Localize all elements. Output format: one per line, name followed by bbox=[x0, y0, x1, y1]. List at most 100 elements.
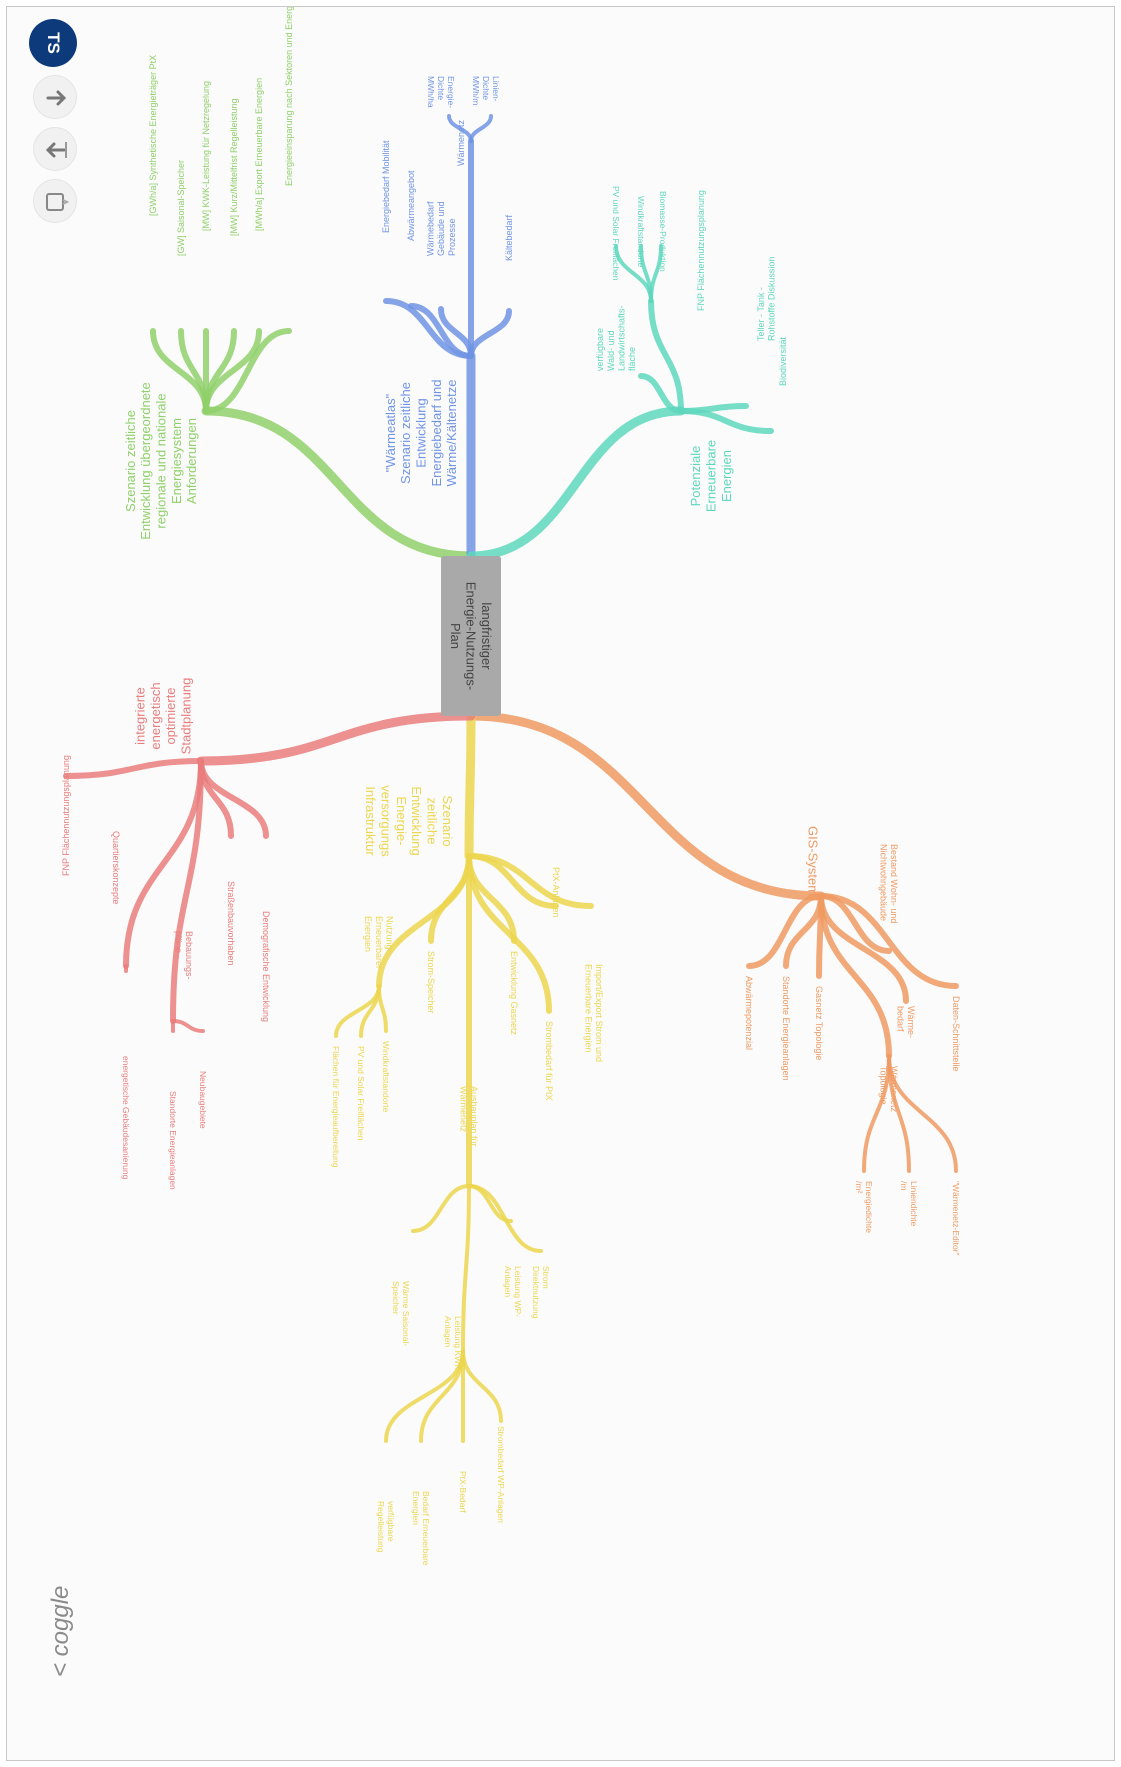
nationale-node-1[interactable]: [GW] Saisonal-Speicher bbox=[176, 160, 186, 256]
stadtplanung-node-0[interactable]: FNP Flächennutzungsplanung bbox=[61, 755, 71, 876]
szenario-infra-node-6-1-0[interactable]: verfügbareRegelleistung bbox=[376, 1501, 396, 1553]
nationale-edge-4 bbox=[203, 328, 262, 414]
szenario-infra-node-1[interactable]: Strom-Speicher bbox=[426, 951, 436, 1014]
redo-button[interactable] bbox=[33, 75, 77, 119]
waermeatlas-node-3-1[interactable]: Linien-DichteMWh/m bbox=[471, 76, 501, 105]
szenario-infra-edge-6-0 bbox=[411, 1184, 471, 1233]
gis-node-5[interactable]: Daten-Schnittstelle bbox=[951, 996, 961, 1072]
szenario-infra-node-6-1-3[interactable]: Strombedarf WP-Anlagen bbox=[496, 1426, 506, 1523]
szenario-infra-edge-1 bbox=[428, 853, 472, 944]
waermeatlas-label[interactable]: "Wärmeatlas"Szenario zeitlicheEntwicklun… bbox=[383, 380, 459, 487]
szenario-infra-node-6-1[interactable]: Leistung KWK-Anlagen bbox=[443, 1316, 463, 1373]
nationale-node-0[interactable]: [GWh/a] Synthetische Energieträger PtX bbox=[148, 55, 158, 216]
nationale-trunk bbox=[201, 406, 476, 561]
gis-node-3-0[interactable]: Energiedichte/m² bbox=[854, 1181, 874, 1233]
central-node-label[interactable]: langfristigerEnergie-Nutzungs-Plan bbox=[448, 582, 494, 690]
szenario-infra-node-0-0[interactable]: Flächen für Energieaufbereitung bbox=[331, 1046, 341, 1168]
gis-edge-3-2 bbox=[887, 1054, 958, 1173]
potenziale-node-1-0[interactable]: PV und Solar Freiflächen bbox=[611, 186, 621, 281]
gis-trunk bbox=[466, 711, 826, 901]
central-node[interactable] bbox=[441, 556, 501, 716]
szenario-infra-edge-0-0 bbox=[334, 984, 381, 1038]
slideshow-button[interactable] bbox=[33, 179, 77, 223]
gis-node-3[interactable]: WärmenetzTopologie bbox=[879, 1066, 900, 1113]
szenario-infra-node-0-1[interactable]: PV und Solar Freiflächen bbox=[356, 1046, 366, 1141]
gis-node-6[interactable]: Bestand Wohn- undNichtwohngebäude bbox=[879, 844, 900, 923]
stadtplanung-node-4[interactable]: Demografische Entwicklung bbox=[261, 911, 271, 1022]
waermeatlas-node-2[interactable]: WärmebedarfGebäude undProzesse bbox=[426, 201, 457, 256]
waermeatlas-node-1[interactable]: Abwärmeangebot bbox=[406, 170, 416, 241]
avatar-initials: TS bbox=[43, 32, 63, 54]
potenziale-node-1[interactable]: FNP Flächennutzungsplanung bbox=[696, 190, 706, 311]
potenziale-trunk bbox=[466, 406, 686, 561]
nationale-edge-1 bbox=[178, 328, 209, 414]
stadtplanung-node-1-0[interactable]: energetische Gebäudesanierung bbox=[121, 1056, 131, 1180]
waermeatlas-edge-1 bbox=[408, 303, 474, 359]
potenziale-label[interactable]: PotenzialeErneuerbareEnergien bbox=[688, 440, 734, 512]
undo-icon bbox=[45, 142, 67, 158]
gis-node-0[interactable]: Abwärmepotenzial bbox=[744, 976, 754, 1050]
szenario-infra-edge-0-2 bbox=[377, 984, 388, 1033]
gis-node-1[interactable]: Standorte Energieanlagen bbox=[781, 976, 791, 1081]
szenario-infra-label[interactable]: SzenariozeitlicheEntwicklungEnergie-vers… bbox=[363, 785, 455, 857]
szenario-infra-node-3[interactable]: Strombedarf für PtX bbox=[544, 1021, 554, 1101]
waermeatlas-edge-4 bbox=[468, 308, 512, 359]
gis-edge-3 bbox=[818, 893, 892, 1059]
gis-node-3-1[interactable]: Liniendichte/m bbox=[899, 1181, 919, 1227]
nationale-node-4[interactable]: [MWh/a] Export Erneuerbare Energien bbox=[254, 78, 264, 231]
nationale-node-3[interactable]: [MW] Kurz/Mittelfrist Regelleistung bbox=[229, 98, 239, 236]
gis-edge-0 bbox=[746, 893, 824, 969]
szenario-infra-node-4[interactable]: PtX-Anlagen bbox=[551, 867, 561, 918]
potenziale-node-2[interactable]: Teller - Tank -Rohstoffe Diskussion bbox=[756, 257, 777, 341]
stadtplanung-edge-2 bbox=[170, 758, 204, 1024]
waermeatlas-node-4[interactable]: Kältebedarf bbox=[504, 214, 514, 261]
waermeatlas-node-0[interactable]: Energiebedarf Mobilität bbox=[381, 140, 391, 233]
szenario-infra-edge-5 bbox=[466, 853, 594, 909]
potenziale-edge-1-2 bbox=[649, 244, 663, 303]
waermeatlas-node-3-0[interactable]: Energie-DichteMWh/ha bbox=[426, 76, 456, 108]
potenziale-node-1-2[interactable]: Biomasse-Produktion bbox=[658, 191, 668, 272]
waermeatlas-edge-3-1 bbox=[469, 114, 493, 143]
gis-node-3-2[interactable]: "Wärmenetz-Editor" bbox=[951, 1181, 961, 1256]
szenario-infra-node-6-1-2[interactable]: PtX-Bedarf bbox=[458, 1471, 468, 1513]
stadtplanung-node-2-1[interactable]: Neubaugebiete bbox=[198, 1071, 208, 1129]
potenziale-node-0[interactable]: verfügbareWald- undLandwirtschafts-fläch… bbox=[595, 305, 637, 371]
gis-edge-6 bbox=[818, 893, 892, 954]
coggle-logo[interactable]: < coggle bbox=[47, 1585, 74, 1677]
stadtplanung-edge-0 bbox=[63, 758, 204, 779]
potenziale-edge-1 bbox=[648, 298, 684, 414]
szenario-infra-node-6-1-1[interactable]: Bedarf ErneuerbareEnergien bbox=[411, 1491, 431, 1566]
potenziale-node-3[interactable]: Biodiversität bbox=[778, 336, 788, 386]
szenario-infra-node-6-3[interactable]: StromDirektnutzung bbox=[531, 1266, 551, 1319]
gis-node-4[interactable]: Wärme-bedarf bbox=[896, 1006, 917, 1038]
szenario-infra-node-6[interactable]: Ausbauplan fürWärmenetz bbox=[459, 1086, 480, 1147]
potenziale-node-1-1[interactable]: Windkraftstandorte bbox=[636, 196, 646, 268]
szenario-infra-node-6-0[interactable]: Wärme Saisonal-Speicher bbox=[391, 1281, 411, 1346]
szenario-infra-edge-3 bbox=[466, 853, 552, 1014]
stadtplanung-node-3[interactable]: Straßenbauvorhaben bbox=[226, 881, 236, 966]
nationale-edge-5 bbox=[203, 328, 292, 414]
szenario-infra-node-2[interactable]: Entwicklung Gasnetz bbox=[509, 951, 519, 1036]
stadtplanung-trunk bbox=[196, 711, 476, 766]
waermeatlas-node-3[interactable]: Wärmenetz bbox=[456, 119, 466, 166]
szenario-infra-edge-6-1-3 bbox=[461, 1349, 503, 1423]
user-avatar[interactable]: TS bbox=[29, 19, 77, 67]
stadtplanung-edge-4 bbox=[198, 758, 269, 839]
undo-button[interactable] bbox=[33, 127, 77, 171]
gis-node-2[interactable]: Gasnetz Topologie bbox=[814, 986, 824, 1060]
szenario-infra-trunk bbox=[464, 711, 476, 861]
stadtplanung-node-2[interactable]: Bebauungs-pläne bbox=[174, 931, 195, 980]
nationale-node-2[interactable]: [MW] KWK-Leistung für Netzregelung bbox=[201, 81, 211, 231]
gis-label[interactable]: GIS-System bbox=[805, 826, 820, 896]
szenario-infra-node-5[interactable]: Import/Export Strom undErneuerbare Energ… bbox=[584, 964, 605, 1062]
stadtplanung-label[interactable]: integrierteenergetischoptimierteStadtpla… bbox=[133, 678, 194, 755]
stadtplanung-node-2-0[interactable]: Standorte Energieanlagen bbox=[168, 1091, 178, 1190]
szenario-infra-node-0-2[interactable]: Windkraftstandorte bbox=[381, 1041, 391, 1113]
nationale-label[interactable]: Szenario zeitlicheEntwicklung übergeordn… bbox=[123, 382, 199, 540]
szenario-infra-node-0[interactable]: NutzungErneuerbarerEnergien bbox=[363, 916, 394, 969]
nationale-node-5[interactable]: Energieeinsparung nach Sektoren und Ener… bbox=[284, 7, 294, 186]
szenario-infra-node-6-2[interactable]: Leistung WP-Anlagen bbox=[503, 1266, 523, 1317]
stadtplanung-node-1[interactable]: Quartierskonzepte bbox=[111, 831, 121, 905]
